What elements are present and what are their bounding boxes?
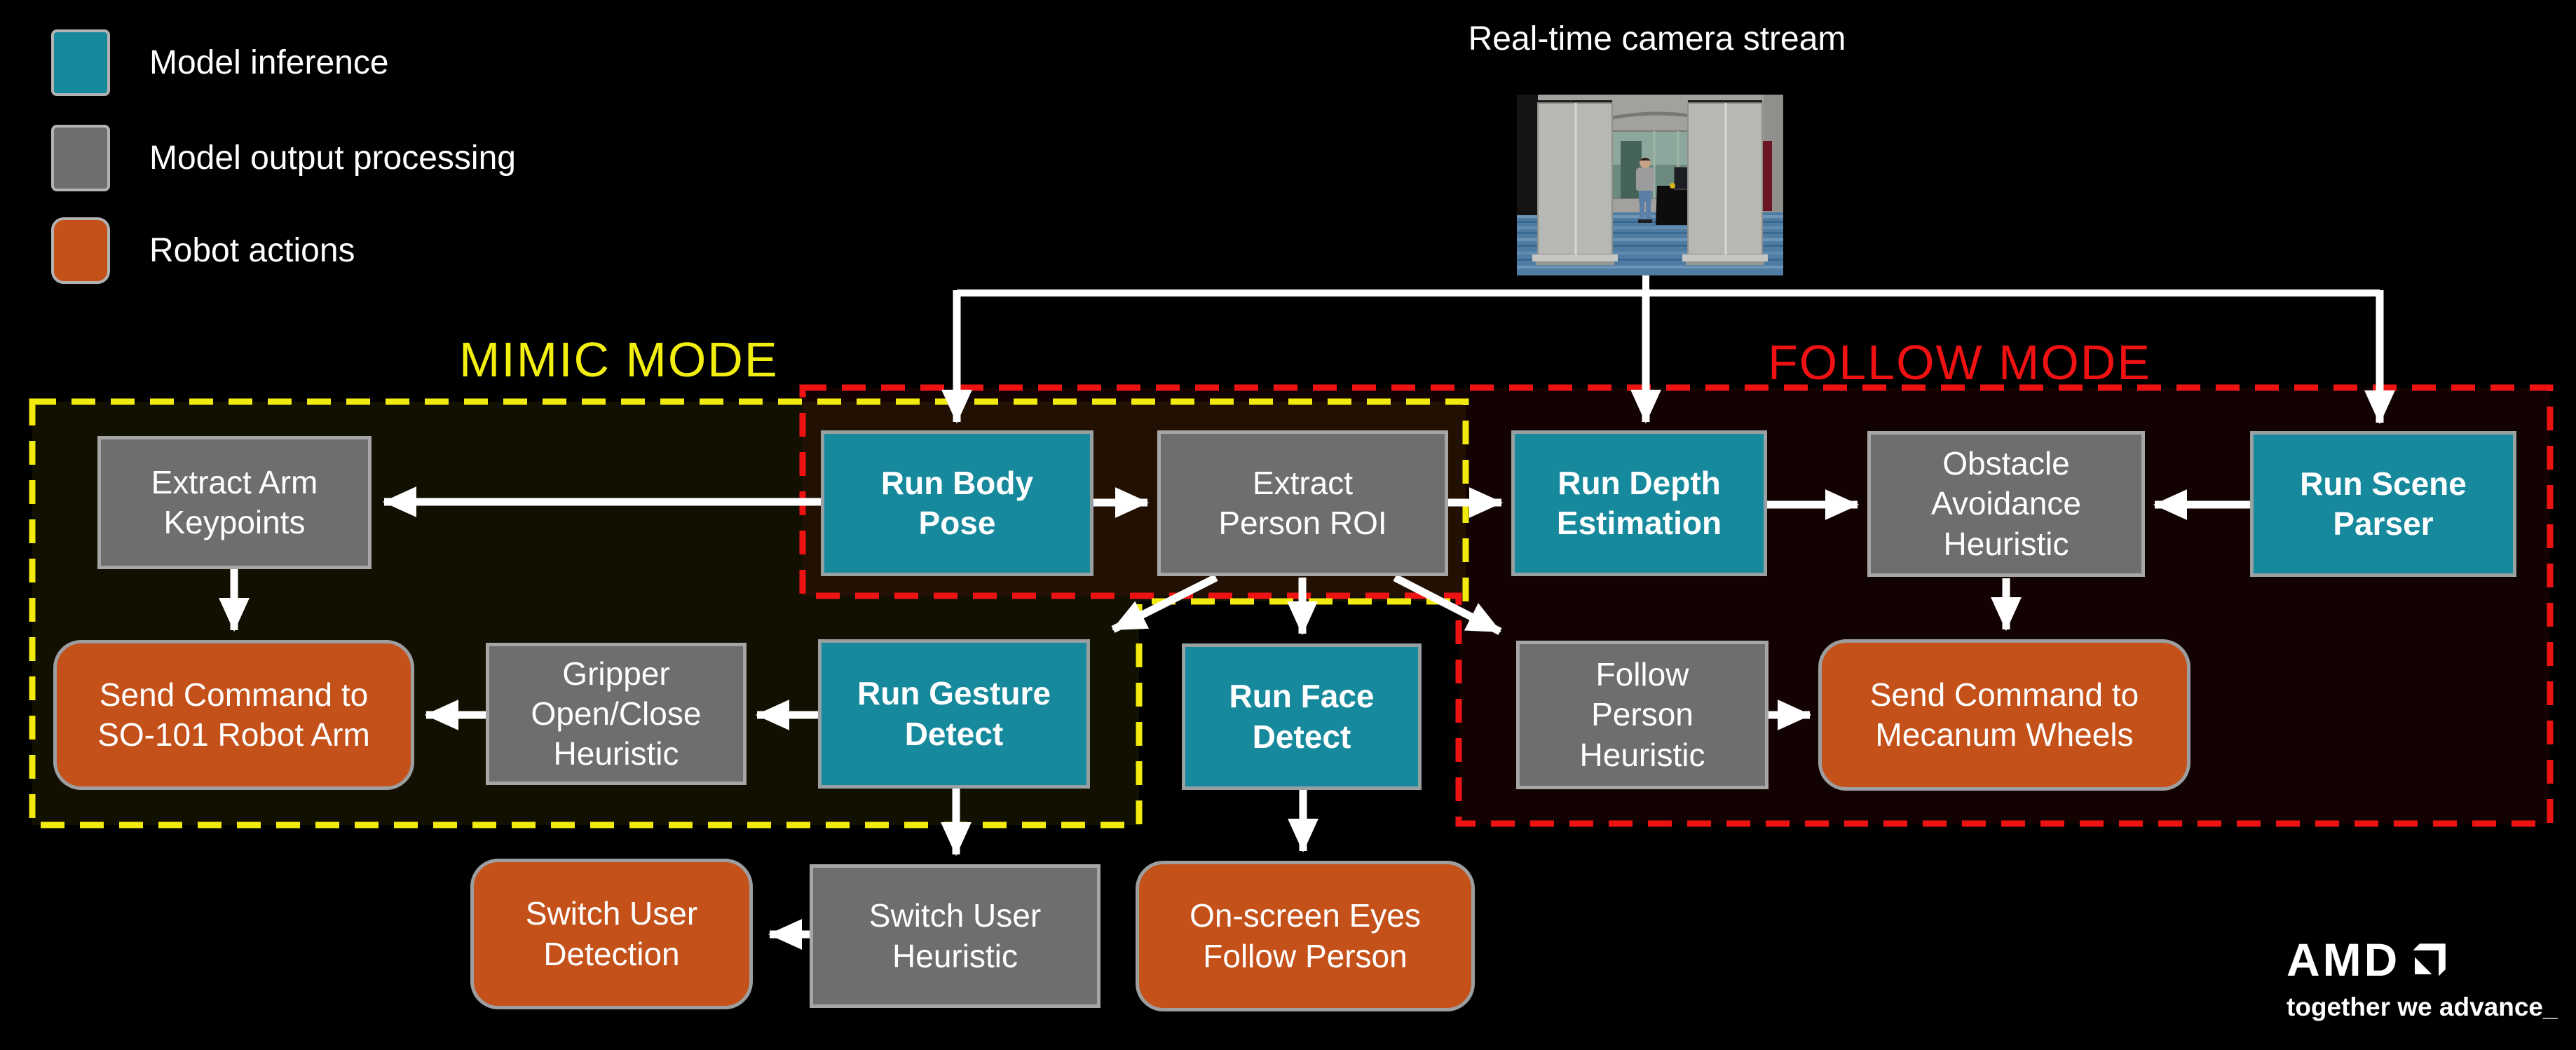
legend-label: Model output processing xyxy=(149,139,516,177)
mimic-mode-outline xyxy=(29,398,1469,829)
legend-label: Model inference xyxy=(149,44,389,81)
amd-tagline: together we advance_ xyxy=(2287,993,2558,1021)
node-run-scene-parser: Run Scene Parser xyxy=(2250,431,2516,577)
node-extract-person-roi: Extract Person ROI xyxy=(1157,430,1448,576)
amd-arrow-icon xyxy=(2413,943,2446,976)
follow-mode-title: FOLLOW MODE xyxy=(1768,335,2152,390)
legend-label: Robot actions xyxy=(149,232,355,269)
node-run-face-detect: Run Face Detect xyxy=(1182,643,1422,790)
camera-trunk-line xyxy=(957,273,2380,296)
camera-photo-scene xyxy=(1517,95,1783,275)
node-run-gesture-detect: Run Gesture Detect xyxy=(818,639,1090,789)
node-extract-arm-keypoints: Extract Arm Keypoints xyxy=(97,436,372,569)
arrow-personroi-to-gesture xyxy=(1111,574,1218,633)
node-run-depth-estimation: Run Depth Estimation xyxy=(1511,430,1767,576)
node-run-body-pose: Run Body Pose xyxy=(821,430,1093,576)
legend-item-robot-actions: Robot actions xyxy=(51,217,355,284)
amd-branding: AMD together we advance_ xyxy=(2287,934,2558,1022)
legend-item-model-output-processing: Model output processing xyxy=(51,125,516,191)
amd-logo-text: AMD xyxy=(2287,934,2401,986)
node-gripper-open-close-heuristic: Gripper Open/Close Heuristic xyxy=(486,643,747,785)
camera-stream-photo xyxy=(1517,95,1783,275)
follow-mode-outline xyxy=(799,384,2554,827)
model-output-processing-swatch xyxy=(51,125,110,191)
model-inference-swatch xyxy=(51,29,110,96)
arrow-personroi-to-followperson xyxy=(1393,574,1502,635)
node-send-command-mecanum: Send Command to Mecanum Wheels xyxy=(1818,639,2190,791)
robot-actions-swatch xyxy=(51,217,110,284)
node-follow-person-heuristic: Follow Person Heuristic xyxy=(1516,641,1769,789)
node-send-command-so101: Send Command to SO-101 Robot Arm xyxy=(53,640,414,790)
node-onscreen-eyes-follow-person: On-screen Eyes Follow Person xyxy=(1136,861,1475,1011)
camera-stream-caption: Real-time camera stream xyxy=(1468,20,1846,57)
node-switch-user-heuristic: Switch User Heuristic xyxy=(810,864,1100,1008)
node-obstacle-avoidance-heuristic: Obstacle Avoidance Heuristic xyxy=(1867,431,2145,577)
mimic-mode-title: MIMIC MODE xyxy=(459,332,779,387)
node-switch-user-detection: Switch User Detection xyxy=(470,859,753,1009)
legend-item-model-inference: Model inference xyxy=(51,29,389,96)
